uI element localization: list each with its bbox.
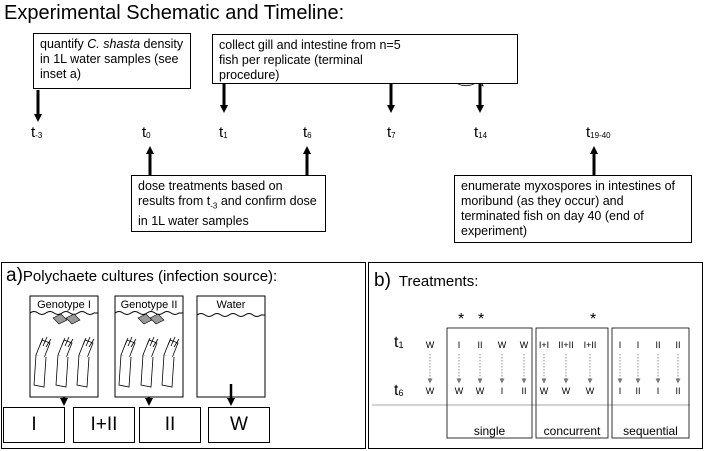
treatment-cell-t6: II [521, 386, 527, 396]
treatment-cell-t6: II [675, 386, 681, 396]
treatment-cell-t6: W [585, 386, 595, 396]
row-label-t6: t6 [394, 382, 404, 399]
output-box-w: W [208, 407, 270, 443]
tick-t19-40: t19-40 [586, 124, 611, 141]
treatment-cell-t6: W [561, 386, 571, 396]
treatment-cell-t1: I+II [583, 340, 597, 350]
jar-label-water: Water [216, 299, 246, 311]
jar-label-genotype-1: Genotype I [37, 299, 91, 311]
treatment-cell-t6: W [475, 386, 485, 396]
treatment-cell-t1: II [675, 340, 681, 350]
treatment-cell-t6: I [618, 386, 622, 396]
panel-b [368, 262, 703, 449]
treatment-cell-t1: II+II [558, 340, 574, 350]
tick-t7: t7 [387, 124, 396, 141]
treatment-cell-t6: I [656, 386, 660, 396]
treatment-cell-t1: W [425, 340, 435, 350]
significance-star: * [458, 311, 465, 328]
treatment-cell-t1: II [477, 340, 483, 350]
treatment-cell-t1: I [618, 340, 622, 350]
output-box-ii: II [139, 407, 201, 443]
treatment-cell-t6: W [454, 386, 464, 396]
collect-box: collect gill and intestine from n=5 fish… [212, 34, 518, 84]
tick-t1: t1 [219, 124, 228, 141]
treatment-cell-t1: W [497, 340, 507, 350]
species-name: C. shasta [87, 37, 141, 51]
panel-a [1, 262, 366, 449]
group-label-concurrent: concurrent [543, 424, 601, 438]
treatment-cell-t6: W [425, 386, 435, 396]
polychaete-tube-icon [33, 336, 180, 388]
output-box-i-ii: I+II [73, 407, 135, 443]
enumerate-box: enumerate myxospores in intestines of mo… [454, 175, 692, 243]
tick-t6: t6 [303, 124, 312, 141]
tick-t0: t0 [142, 124, 151, 141]
dose-box: dose treatments based on results from t-… [131, 175, 326, 232]
panel-b-title: b)Treatments: [374, 270, 479, 291]
quantify-box: quantify C. shasta density in 1L water s… [33, 33, 191, 89]
treatment-cell-t6: W [539, 386, 549, 396]
tick-t-3: t-3 [31, 124, 43, 141]
treatment-cell-t1: I [457, 340, 461, 350]
significance-star: * [590, 311, 597, 328]
output-box-i: I [3, 407, 65, 443]
treatment-cell-t1: II [655, 340, 661, 350]
treatment-cell-t1: I+I [538, 340, 550, 350]
row-label-t1: t1 [394, 334, 404, 351]
group-label-sequential: sequential [623, 424, 678, 438]
treatment-cell-t1: W [519, 340, 529, 350]
panel-a-title: a)Polychaete cultures (infection source)… [6, 265, 278, 286]
significance-star: * [478, 311, 485, 328]
tick-t14: t14 [474, 124, 488, 141]
treatment-cell-t6: I [500, 386, 504, 396]
jar-label-genotype-2: Genotype II [120, 299, 178, 311]
page-title: Experimental Schematic and Timeline: [4, 2, 345, 24]
treatment-cell-t1: I [636, 340, 640, 350]
treatment-cell-t6: II [635, 386, 641, 396]
group-label-single: single [473, 424, 506, 438]
